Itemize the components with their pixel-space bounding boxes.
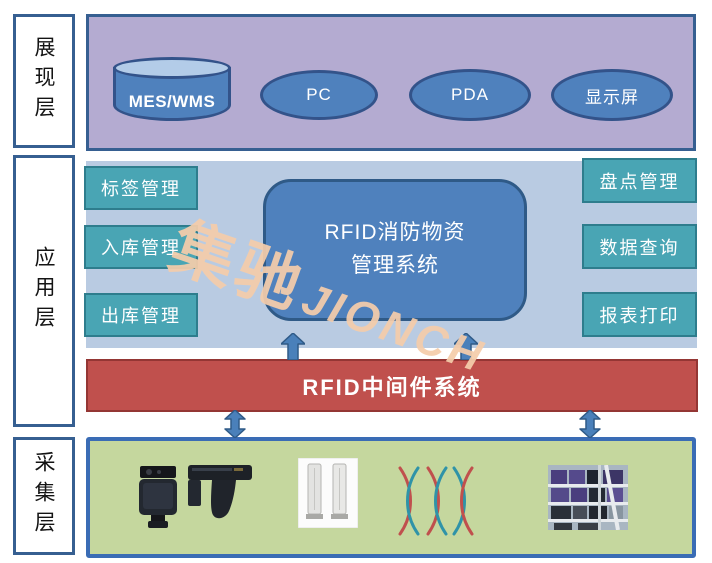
layer-label-text: 应用层 [32,246,56,336]
label-management-text: 标签管理 [101,179,181,199]
up-arrow-left [281,333,305,360]
layer-label-text: 采集层 [32,451,56,541]
double-arrow-right [579,410,601,438]
inbound-management-text: 入库管理 [101,238,181,258]
core-title-line2: 管理系统 [351,254,439,277]
rfid-middleware-bar: RFID中间件系统 [86,359,698,412]
rfid-wave-arcs-image [398,466,474,536]
pc-node-ellipse: PC [260,70,378,120]
warehouse-shelf-image [548,465,628,530]
inventory-management-box: 盘点管理 [582,158,697,203]
mes-wms-database-cylinder: MES/WMS [113,57,231,121]
core-title-line1: RFID消防物资 [324,221,466,245]
outbound-management-text: 出库管理 [101,306,181,326]
pc-label: PC [306,85,332,104]
report-print-text: 报表打印 [599,305,680,326]
security-gate-image [298,458,358,528]
inventory-management-text: 盘点管理 [599,171,680,192]
inbound-management-box: 入库管理 [84,225,198,269]
layer-label-text: 展现层 [32,36,56,126]
mes-wms-label: MES/WMS [128,92,216,111]
layer-label-presentation: 展现层 [13,14,75,148]
display-screen-label: 显示屏 [585,87,639,107]
layer-label-collection: 采集层 [13,437,75,555]
pda-label: PDA [451,85,489,104]
pda-node-ellipse: PDA [409,69,531,121]
double-arrow-left [224,410,246,438]
cylinder-top-ellipse [113,57,231,79]
up-arrow-right [454,333,478,360]
label-management-box: 标签管理 [84,166,198,210]
data-query-box: 数据查询 [582,224,697,269]
presentation-layer-panel: MES/WMS PC PDA 显示屏 [86,14,696,151]
rfid-system-core-box: RFID消防物资 管理系统 [263,179,527,321]
layer-label-application: 应用层 [13,155,75,427]
outbound-management-box: 出库管理 [84,293,198,337]
handheld-rfid-reader-image [139,465,252,528]
display-screen-node-ellipse: 显示屏 [551,69,673,121]
data-query-text: 数据查询 [599,237,680,258]
middleware-label: RFID中间件系统 [302,374,482,400]
report-print-box: 报表打印 [582,292,697,337]
